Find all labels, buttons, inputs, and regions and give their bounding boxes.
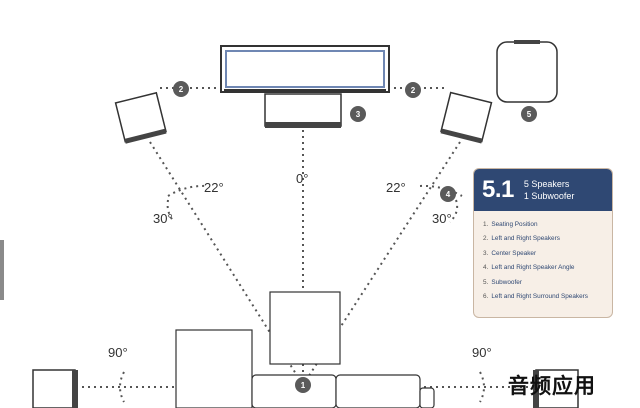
right-22-label: 22° [386,180,406,195]
arc-left-30 [166,199,175,223]
badge-subwoofer: 5 [521,106,537,122]
legend-title-number: 5.1 [482,176,514,203]
right-front-speaker [440,91,493,144]
badge-listening-position: 1 [295,377,311,393]
legend-item: 2.Left and Right Speakers [483,235,560,243]
arc-left-22 [167,184,209,197]
legend-subwoofer-line: 1 Subwoofer [523,191,575,201]
center-speaker [264,93,342,128]
legend-item: 4.Left and Right Speaker Angle [483,264,575,272]
legend-item: 3.Center Speaker [483,249,537,257]
right-surround-speaker [533,369,579,408]
arc-right-90 [479,371,485,403]
left-armchair [175,329,253,408]
svg-text:2: 2 [179,85,184,94]
arc-right-30 [449,199,459,223]
legend-item: 1.Seating Position [483,221,538,228]
badge-left-front: 2 [173,81,189,97]
center-angle-label: 0° [296,171,308,186]
arc-left-90 [119,371,125,403]
svg-text:5: 5 [527,110,532,119]
svg-text:1: 1 [301,381,306,390]
svg-text:3: 3 [356,110,361,119]
sofa-seat-right [335,374,421,408]
watermark-text: 音频应用 [508,374,596,398]
left-90-label: 90° [108,345,128,360]
legend-panel: 5.1 5 Speakers 1 Subwoofer 1.Seating Pos… [473,168,613,318]
legend-header: 5.1 5 Speakers 1 Subwoofer [474,169,612,211]
subwoofer [496,40,558,103]
left-front-speaker [114,91,167,144]
svg-text:4: 4 [446,190,451,199]
scroll-edge-strip [0,240,4,300]
legend-subtitle: 5 Speakers 1 Subwoofer [524,178,575,202]
legend-speakers-line: 5 Speakers [523,179,570,189]
sofa-seat-left [251,374,337,408]
coffee-table [269,291,341,365]
badge-angle: 4 [440,186,456,202]
right-90-label: 90° [472,345,492,360]
legend-item: 5.Subwoofer [483,278,522,286]
sofa-arm [419,387,435,408]
left-22-label: 22° [204,180,224,195]
badge-center: 3 [350,106,366,122]
tv-screen [220,45,390,93]
legend-item: 6.Left and Right Surround Speakers [483,293,588,301]
left-30-label: 30° [153,211,173,226]
legend-list: 1.Seating Position 2.Left and Right Spea… [474,211,612,304]
svg-text:2: 2 [411,86,416,95]
left-surround-speaker [32,369,78,408]
right-30-label: 30° [432,211,452,226]
badge-right-front: 2 [405,82,421,98]
